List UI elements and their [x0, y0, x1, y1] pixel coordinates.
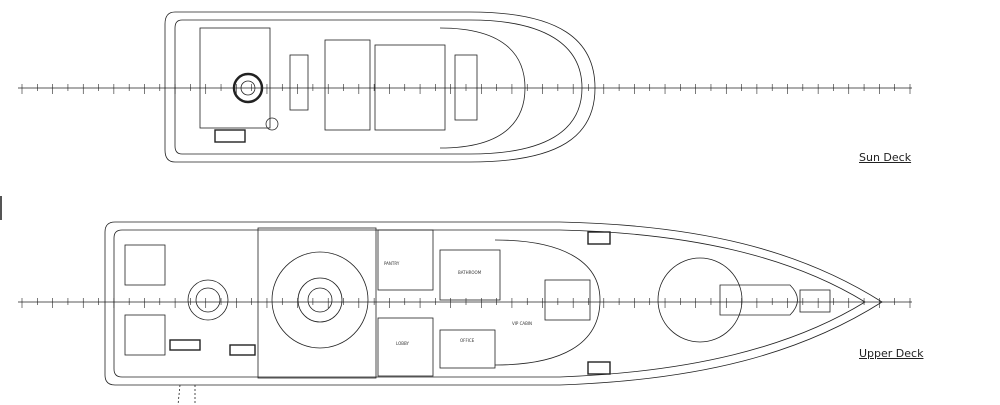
sun-deck-hull-outline: [164, 11, 596, 163]
upper-deck-hull-outline: [104, 221, 883, 386]
sun-deck-label: Sun Deck: [859, 151, 912, 164]
sun-deck-stair-area: [199, 27, 271, 129]
sun-deck-bar: [374, 44, 446, 131]
pantry-room: [377, 229, 434, 291]
room-label-pantry: PANTRY: [384, 261, 400, 266]
room-label-office: OFFICE: [460, 338, 475, 343]
sun-deck-table: [324, 39, 371, 131]
upper-deck-inner-outline: [113, 229, 866, 378]
bathroom-room: [439, 249, 501, 301]
sun-deck-bench: [214, 129, 246, 143]
left-edge-marker: [0, 196, 2, 220]
helipad-circle: [657, 257, 743, 343]
foredeck-seating: [719, 284, 798, 316]
room-label-vip-cabin: VIP CABIN: [512, 321, 532, 326]
side-stair: [587, 361, 611, 375]
side-stair: [587, 231, 611, 245]
sun-deck-winch: [265, 117, 279, 131]
helm-console: [454, 54, 478, 121]
boarding-ladder: [177, 384, 196, 405]
lobby-room: [377, 317, 434, 377]
room-label-lobby: LOBBY: [396, 341, 410, 346]
sun-deck-inner-outline: [174, 19, 583, 155]
aft-sofa: [124, 314, 166, 356]
upper-deck-plan: [104, 221, 883, 405]
sun-deck-plan: [164, 11, 596, 163]
upper-deck-bench: [229, 344, 256, 356]
foredeck-winch: [799, 289, 831, 313]
aft-sofa: [124, 244, 166, 286]
upper-deck-label: Upper Deck: [859, 347, 924, 360]
sun-deck-sofa: [289, 54, 309, 111]
vip-cabin-wall: [494, 239, 601, 366]
office-room: [439, 329, 496, 369]
upper-deck-bench: [169, 339, 201, 351]
salon-round-sofa: [271, 251, 369, 349]
salon-round-table-inner: [307, 287, 333, 313]
dining-table: [187, 279, 229, 321]
room-label-bathroom: BATHROOM: [458, 270, 482, 275]
frame-rulers: [18, 84, 912, 308]
dining-table-center: [195, 287, 221, 313]
salon-round-table: [297, 277, 343, 323]
vip-bed: [544, 279, 591, 321]
salon-walls: [257, 227, 377, 379]
